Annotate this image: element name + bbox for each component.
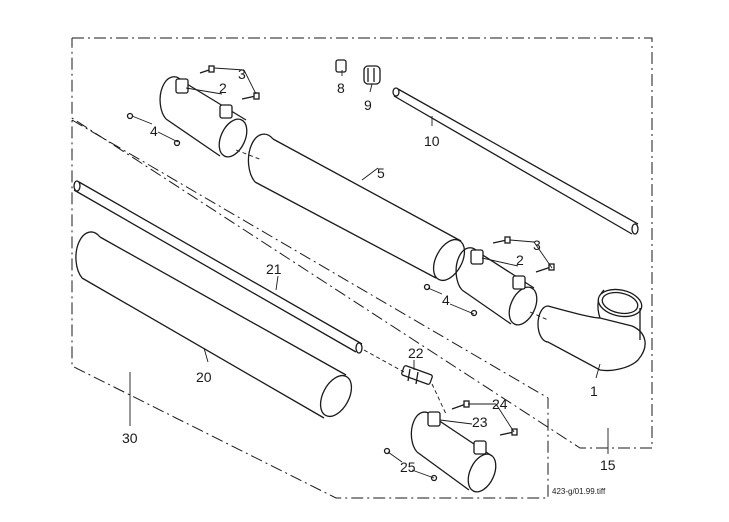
callout-25: 25: [400, 459, 416, 475]
assembly-leader-22-coupling: [431, 383, 447, 415]
lower-coupling-sleeve: [410, 411, 497, 493]
lower-screws: [383, 400, 518, 482]
callout-2-upper: 2: [219, 80, 227, 96]
middle-coupling-sleeve: [455, 247, 538, 326]
upper-coupling-sleeve: [159, 76, 248, 158]
part-10-tube: [392, 87, 639, 235]
callout-9: 9: [364, 97, 372, 113]
callout-3-upper: 3: [238, 66, 246, 82]
part-21-tube: [73, 180, 363, 354]
part-1-elbow: [537, 288, 646, 372]
part-5-tube: [247, 133, 466, 282]
file-reference: 423-g/01.99.tiff: [552, 487, 606, 496]
assembly-leader-21-22: [363, 349, 405, 373]
assembly-30-boundary: [71, 119, 549, 499]
callout-4-upper: 4: [150, 123, 158, 139]
callout-leaders: [129, 67, 609, 479]
callout-23: 23: [472, 414, 488, 430]
assembly-leader-5-coupling: [235, 149, 263, 161]
callout-3-middle: 3: [533, 237, 541, 253]
callout-30: 30: [122, 430, 138, 446]
assembly-15-boundary: [71, 37, 653, 449]
part-22-connector: [401, 365, 433, 385]
callout-1: 1: [590, 383, 598, 399]
assembly-leader-coupling-elbow: [529, 311, 549, 321]
callout-10: 10: [424, 133, 440, 149]
callout-21: 21: [266, 261, 282, 277]
part-8-nozzle: [335, 59, 347, 73]
part-20-tube: [75, 231, 353, 419]
callout-20: 20: [196, 369, 212, 385]
part-9-cap: [363, 65, 381, 85]
callout-22: 22: [408, 345, 424, 361]
callout-24: 24: [492, 396, 508, 412]
callout-8: 8: [337, 80, 345, 96]
callout-15: 15: [600, 457, 616, 473]
callout-2-middle: 2: [516, 252, 524, 268]
upper-screws: [126, 65, 260, 147]
callout-5: 5: [377, 165, 385, 181]
callout-4-middle: 4: [442, 292, 450, 308]
